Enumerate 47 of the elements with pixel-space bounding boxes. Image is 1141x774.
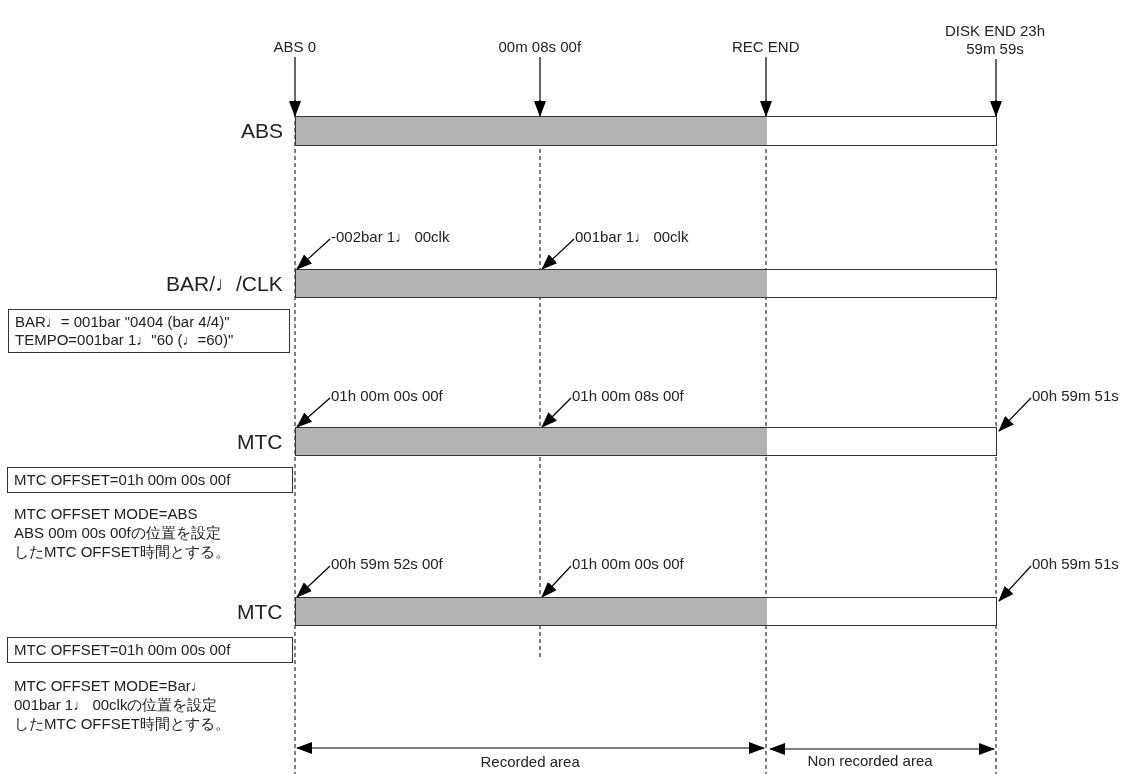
setting-box xyxy=(8,309,290,353)
arrow xyxy=(998,565,1032,602)
marker-label: 00m 08s 00f xyxy=(498,38,582,56)
marker-label: 00h 59m 51s xyxy=(1032,555,1119,573)
dimension-label: Recorded area xyxy=(480,753,580,771)
arrow xyxy=(296,565,331,598)
timeline-bar xyxy=(295,427,997,456)
note-text: 001bar 1♩ 00clkの位置を設定 xyxy=(14,696,218,714)
setting-text: TEMPO=001bar 1♩"60 (♩=60)" xyxy=(15,331,235,349)
note-text: ABS 00m 00s 00fの位置を設定 xyxy=(14,524,221,542)
arrow xyxy=(534,56,546,117)
marker-label: 01h 00m 00s 00f xyxy=(331,387,443,405)
arrow xyxy=(296,238,331,270)
marker-label: ABS 0 xyxy=(273,38,317,56)
arrow xyxy=(289,56,301,117)
setting-text: MTC OFFSET=01h 00m 00s 00f xyxy=(14,641,232,659)
arrow xyxy=(998,397,1032,432)
marker-label: 01h 00m 08s 00f xyxy=(572,387,684,405)
marker-label: DISK END 23h 59m 59s xyxy=(940,22,1050,58)
marker-label: 00h 59m 51s xyxy=(1032,387,1119,405)
row-label: ABS xyxy=(241,119,284,143)
setting-text: MTC OFFSET=01h 00m 00s 00f xyxy=(14,471,232,489)
marker-label: REC END xyxy=(732,38,800,56)
arrow xyxy=(541,238,575,270)
dimension-label: Non recorded area xyxy=(807,752,933,770)
note-text: したMTC OFFSET時間とする。 xyxy=(14,715,230,733)
note-text: MTC OFFSET MODE=ABS xyxy=(14,505,198,523)
arrow xyxy=(296,397,331,428)
timeline-bar xyxy=(295,269,997,298)
note-text: MTC OFFSET MODE=Bar♩ xyxy=(14,677,206,695)
marker-label: 01h 00m 00s 00f xyxy=(572,555,684,573)
marker-label: 00h 59m 52s 00f xyxy=(331,555,443,573)
setting-box xyxy=(7,637,293,663)
note-text: したMTC OFFSET時間とする。 xyxy=(14,543,230,561)
setting-box xyxy=(7,467,293,493)
row-label: BAR/♩/CLK xyxy=(166,271,283,296)
arrow xyxy=(760,56,772,117)
arrow xyxy=(541,565,572,598)
setting-text: BAR♩= 001bar "0404 (bar 4/4)" xyxy=(15,313,231,331)
arrow xyxy=(990,58,1002,117)
row-label: MTC xyxy=(237,599,283,624)
timeline-bar xyxy=(295,597,997,626)
marker-label: 001bar 1♩ 00clk xyxy=(575,228,689,246)
row-label: MTC xyxy=(237,429,283,454)
marker-label: -002bar 1♩ 00clk xyxy=(331,228,450,246)
timeline-bar xyxy=(295,116,997,146)
arrow xyxy=(541,397,572,428)
